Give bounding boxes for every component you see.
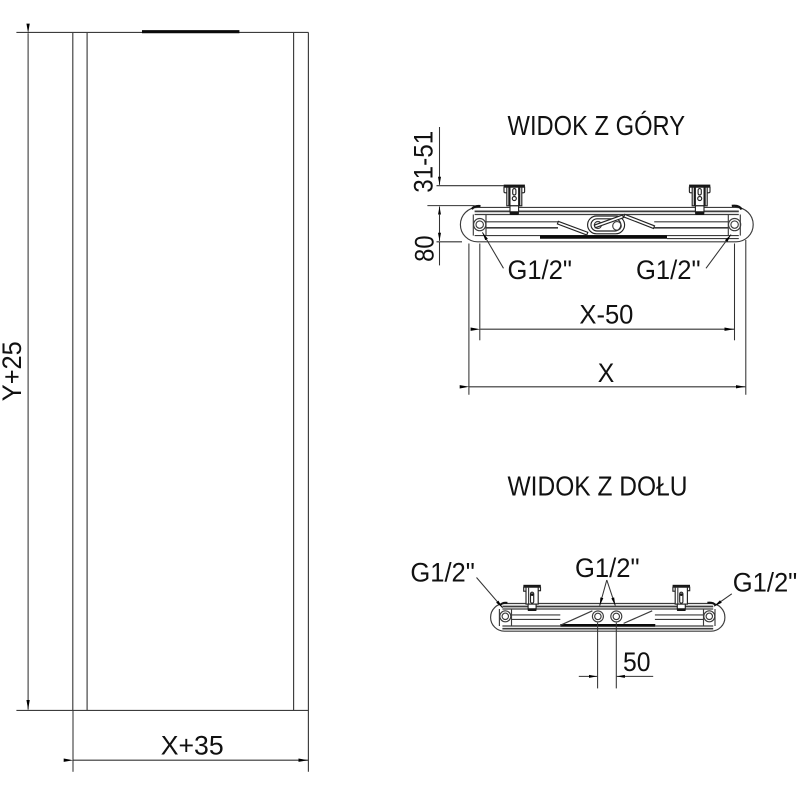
bottom-view-port-right — [703, 610, 716, 623]
top-view-title: WIDOK Z GÓRY — [508, 110, 686, 141]
collector-depth-dimension-label: 80 — [410, 235, 440, 262]
top-port-left-label: G1/2" — [507, 255, 572, 285]
top-view-depth-dimensions: 31-51 80 — [409, 127, 504, 266]
top-view-collector — [459, 183, 754, 243]
bottom-port-left-label: G1/2" — [410, 558, 475, 588]
top-view-total-width-dimension: X — [459, 240, 747, 395]
bottom-view-port-left — [499, 610, 512, 623]
bottom-view-port-labels: G1/2" G1/2" G1/2" — [410, 553, 798, 609]
top-view: WIDOK Z GÓRY — [409, 110, 754, 395]
front-view-width-dimension: X+35 — [63, 710, 309, 772]
center-ports-dimension-label: 50 — [623, 647, 651, 677]
total-width-dimension-label: X — [598, 358, 615, 388]
top-view-port-left — [473, 217, 487, 232]
bottom-view-collector — [490, 584, 726, 632]
top-view-port-right — [727, 217, 742, 232]
port-spacing-dimension-label: X-50 — [579, 299, 633, 329]
bottom-view-center-dimension: 50 — [578, 622, 654, 689]
bottom-port-right-label: G1/2" — [733, 568, 798, 598]
front-view-panel-outline — [16, 30, 309, 772]
top-view-port-spacing-dimension: X-50 — [470, 243, 736, 341]
top-port-right-label: G1/2" — [636, 255, 701, 285]
bottom-view-port-center-right — [610, 610, 623, 623]
bottom-view-port-center-left — [591, 610, 604, 623]
front-width-dimension-label: X+35 — [161, 731, 224, 761]
bottom-port-center-label: G1/2" — [575, 553, 640, 583]
top-view-center-link — [556, 213, 656, 236]
front-view: Y+25 X+35 — [0, 23, 309, 772]
front-view-height-dimension: Y+25 — [0, 23, 30, 710]
front-height-dimension-label: Y+25 — [0, 341, 27, 401]
bracket-depth-dimension-label: 31-51 — [409, 131, 439, 193]
top-view-port-labels: G1/2" G1/2" — [481, 232, 732, 285]
bottom-view: WIDOK Z DOŁU — [410, 470, 798, 689]
bottom-view-title: WIDOK Z DOŁU — [508, 470, 688, 501]
